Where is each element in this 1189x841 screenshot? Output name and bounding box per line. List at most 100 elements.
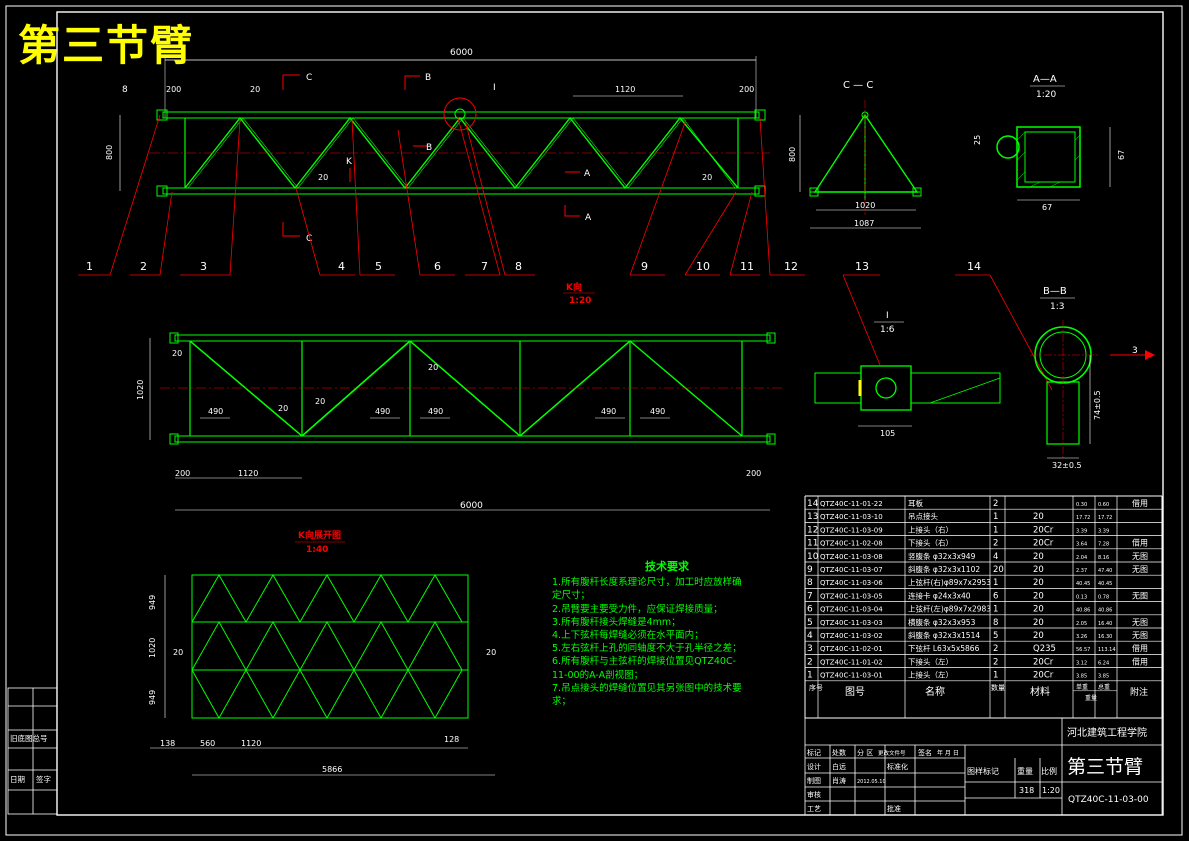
part-qty: 2 (993, 499, 998, 509)
part-unit-weight: 3.39 (1076, 528, 1087, 534)
section-bb-view: B—B 1:3 3 74±0.5 32±0.5 (1030, 286, 1155, 470)
part-material: 20 (1033, 591, 1044, 601)
part-total-weight: 7.28 (1098, 542, 1109, 548)
part-material: 20Cr (1033, 525, 1054, 535)
part-unit-weight: 56.57 (1076, 647, 1090, 653)
balloon-1: 1 (86, 260, 93, 273)
unfold-scale: 1:40 (306, 545, 328, 555)
bb-three-mark: 3 (1132, 346, 1138, 356)
balloon-3: 3 (200, 260, 207, 273)
detail-i-scale: 1:6 (880, 325, 895, 335)
part-qty: 2 (993, 657, 998, 667)
k-dim-490-4: 490 (601, 407, 616, 416)
part-code: QTZ40C-11-03-03 (820, 619, 883, 627)
part-no: 4 (807, 631, 813, 641)
dim-20-mid: 20 (318, 173, 328, 182)
stage-mark-label: 图样标记 (967, 766, 999, 776)
date-label: 日期 (10, 775, 25, 784)
section-cc-view: C — C 800 1020 1087 (788, 80, 922, 229)
part-code: QTZ40C-11-03-08 (820, 553, 883, 561)
part-total-weight: 40.86 (1098, 608, 1112, 614)
part-no: 8 (807, 578, 813, 588)
drawn-name: 肖涛 (832, 776, 846, 785)
bb-scale: 1:3 (1050, 302, 1064, 312)
part-note: 无图 (1132, 631, 1148, 640)
header-name: 名称 (925, 685, 945, 698)
technical-requirements: 技术要求 1.所有腹杆长度系理论尺寸，加工时应放样确定尺寸； 2.吊臂要主要受力… (552, 560, 742, 708)
unfold-dim-20-left: 20 (173, 648, 183, 657)
cc-dim-1087: 1087 (854, 219, 874, 228)
outer-frame (5, 5, 1183, 836)
section-c-bottom: C (306, 234, 312, 244)
part-unit-weight: 40.86 (1076, 608, 1090, 614)
approve-label: 批准 (887, 804, 901, 813)
part-note: 借用 (1132, 643, 1148, 653)
drawn-label: 制图 (807, 776, 821, 785)
part-name: 上接头（左） (908, 670, 953, 680)
part-qty: 8 (993, 618, 998, 628)
detail-i-view: I 1:6 105 (814, 311, 1001, 438)
section-c-top: C (306, 73, 312, 83)
part-material: 20Cr (1033, 671, 1054, 681)
dim-1120-top: 1120 (615, 85, 635, 94)
unfold-dim-128: 128 (444, 735, 459, 744)
part-name: 下弦杆 L63x5x5866 (908, 643, 980, 653)
balloon-14: 14 (967, 260, 981, 273)
part-code: QTZ40C-11-03-04 (820, 606, 883, 614)
part-total-weight: 47.40 (1098, 568, 1112, 574)
part-unit-weight: 3.85 (1076, 674, 1087, 680)
tech-item-5: 5.左右弦杆上孔的同轴度不大于孔半径之差； (552, 643, 742, 655)
part-name: 斜腹条 φ32x3x1102 (908, 564, 980, 574)
part-note: 无图 (1132, 618, 1148, 627)
weight-value: 318 (1019, 786, 1034, 795)
k-dim-490-2: 490 (375, 407, 390, 416)
part-name: 下接头（左） (908, 656, 953, 666)
aa-scale: 1:20 (1036, 90, 1056, 100)
part-name: 吊点接头 (908, 511, 938, 521)
detail-i-title: I (886, 311, 889, 321)
part-unit-weight: 17.72 (1076, 515, 1090, 521)
part-qty: 1 (993, 671, 998, 681)
part-total-weight: 40.45 (1098, 581, 1112, 587)
dim-6000-top: 6000 (450, 48, 473, 58)
balloon-9: 9 (641, 260, 648, 273)
part-name: 上弦杆(左)φ89x7x2983 (908, 604, 991, 614)
process-label: 工艺 (807, 805, 821, 813)
header-code: 图号 (845, 686, 865, 698)
part-code: QTZ40C-11-03-01 (820, 672, 883, 680)
balloon-13: 13 (855, 260, 869, 273)
part-material: 20Cr (1033, 539, 1054, 549)
part-no: 12 (807, 525, 818, 535)
unfold-view: K向展开图 1:40 949 1020 949 20 20 138 560 11… (148, 529, 496, 776)
part-note: 借用 (1132, 656, 1148, 666)
detail-i-dim-105: 105 (880, 429, 895, 438)
part-note: 无图 (1132, 552, 1148, 561)
weight-label: 重量 (1017, 766, 1033, 776)
part-total-weight: 3.85 (1098, 674, 1109, 680)
tech-item-7: 7.吊点接头的焊缝位置见其另张图中的技术要求； (552, 682, 742, 708)
part-name: 连接卡 φ24x3x40 (908, 590, 971, 600)
k-dim-200-right: 200 (746, 469, 761, 478)
k-view-title: K向 (566, 281, 582, 293)
title-block-text: 河北建筑工程学院 第三节臂 QTZ40C-11-03-00 图样标记 重量 比例… (807, 726, 1149, 813)
part-unit-weight: 2.04 (1076, 555, 1087, 561)
part-total-weight: 3.39 (1098, 528, 1109, 534)
cc-title: C — C (843, 80, 873, 91)
dim-200-right: 200 (739, 85, 754, 94)
part-unit-weight: 2.37 (1076, 568, 1087, 574)
part-unit-weight: 3.26 (1076, 634, 1087, 640)
part-name: 下接头（右） (908, 538, 953, 548)
rev-h-doc: 更改文件号 (878, 749, 906, 757)
bb-dim-32: 32±0.5 (1052, 461, 1082, 470)
part-qty: 1 (993, 578, 998, 588)
header-qty: 数量 (991, 683, 1005, 692)
part-no: 6 (807, 605, 813, 615)
part-total-weight: 16.30 (1098, 634, 1112, 640)
part-material: 20 (1033, 605, 1044, 615)
section-k: K (346, 157, 353, 167)
part-unit-weight: 0.30 (1076, 502, 1087, 508)
main-side-view: 6000 800 1120 200 200 20 20 20 8 (105, 48, 770, 244)
aa-dim-25: 25 (973, 135, 982, 145)
